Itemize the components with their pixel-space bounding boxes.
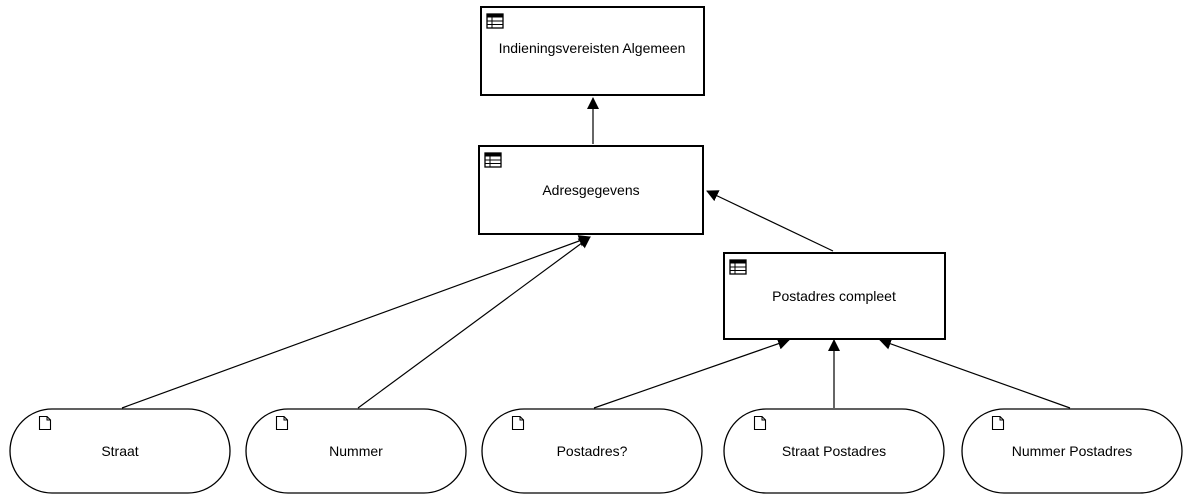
table-node-label: Adresgegevens [542, 182, 639, 198]
table-node-label: Postadres compleet [772, 288, 896, 304]
document-icon [511, 415, 525, 431]
field-node-postadres[interactable]: Postadres? [481, 408, 703, 494]
field-node-nummer[interactable]: Nummer [245, 408, 467, 494]
field-node-label: Straat Postadres [782, 443, 886, 459]
table-node-adresgegevens[interactable]: Adresgegevens [478, 145, 704, 235]
field-node-label: Straat [101, 443, 138, 459]
table-icon [484, 152, 502, 168]
table-icon [486, 13, 504, 29]
edge-postadres-compleet-to-adresgegevens [706, 190, 834, 252]
table-node-postadres-compleet[interactable]: Postadres compleet [723, 252, 946, 340]
edge-postadres-to-postadres-compleet [593, 337, 790, 409]
field-node-label: Nummer [329, 443, 383, 459]
table-node-indieningsvereisten[interactable]: Indieningsvereisten Algemeen [480, 6, 705, 96]
field-node-straat-postadres[interactable]: Straat Postadres [723, 408, 945, 494]
edge-nummer-postadres-to-postadres-compleet [879, 338, 1071, 409]
field-node-label: Postadres? [557, 443, 628, 459]
document-icon [753, 415, 767, 431]
document-icon [991, 415, 1005, 431]
field-node-nummer-postadres[interactable]: Nummer Postadres [961, 408, 1183, 494]
document-icon [38, 415, 52, 431]
field-node-label: Nummer Postadres [1012, 443, 1133, 459]
table-node-label: Indieningsvereisten Algemeen [499, 40, 686, 56]
field-node-straat[interactable]: Straat [9, 408, 231, 494]
edges-layer [121, 97, 1071, 409]
edge-nummer-to-adresgegevens [357, 236, 591, 409]
document-icon [275, 415, 289, 431]
edge-straat-to-adresgegevens [121, 235, 591, 409]
table-icon [729, 259, 747, 275]
